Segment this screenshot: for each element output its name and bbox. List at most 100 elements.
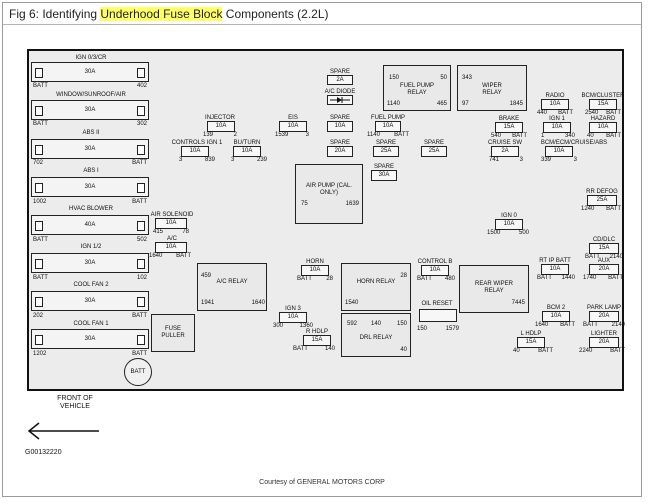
fuse-terminal: 480	[444, 276, 455, 282]
fuse-terminal: 1360	[299, 323, 313, 329]
relay-label: AIR PUMP (CAL. ONLY)	[306, 183, 352, 196]
fuse-aux: 20A	[589, 264, 619, 275]
relay-label: REAR WIPER RELAY	[474, 281, 513, 294]
rear-wiper-relay	[459, 265, 529, 313]
fuse-terminal: 839	[204, 157, 215, 163]
relay-pin: 28	[400, 273, 407, 279]
fuse-label: PARK LAMP	[587, 305, 621, 311]
fuse-terminal: 78	[182, 229, 189, 235]
fuse-terminal: 340	[564, 133, 575, 139]
front-of-vehicle-text: FRONT OF VEHICLE	[57, 395, 93, 410]
air-pump-relay	[295, 164, 363, 224]
maxi-fuse-terminal: 1002	[33, 199, 47, 205]
fuse-label: CRUISE SW	[487, 140, 523, 146]
maxi-fuse-terminal: 102	[136, 275, 147, 281]
fuse-label: BRAKE	[498, 116, 520, 122]
maxi-fuse-label: IGN 0/3/CR	[75, 55, 107, 61]
relay-pin: 592	[347, 321, 358, 327]
fuse-label: SPARE	[330, 140, 350, 146]
fuse-spare-2a: 2A	[327, 75, 353, 85]
fuse-terminal: 1500	[487, 230, 501, 236]
maxi-fuse-ign03cr: 30A	[31, 62, 149, 82]
fuse-label: FUEL PUMP	[370, 115, 406, 121]
fuse-block-diagram: IGN 0/3/CR 30A BATT 402 WINDOW/SUNROOF/A…	[27, 49, 625, 391]
fuse-terminal: BATT	[583, 322, 598, 328]
fuse-terminal: 2	[233, 132, 237, 138]
maxi-fuse-abs2: 30A	[31, 139, 149, 159]
fuse-lighter: 20A	[589, 337, 619, 348]
fuse-terminal: BATT	[606, 133, 621, 139]
fuse-puller	[151, 314, 195, 352]
maxi-fuse-hvac: 40A	[31, 215, 149, 235]
fuse-terminal: 1640	[149, 253, 163, 259]
fuse-spare-20a: 20A	[327, 146, 353, 157]
fuse-label: R HDLP	[305, 329, 329, 335]
figure-title: Fig 6: Identifying Underhood Fuse Block …	[3, 3, 641, 25]
fuse-spare-25a: 25A	[373, 146, 399, 157]
fuse-bcm-ecm-cruise-abs: 10A	[545, 146, 573, 157]
fuse-label: HAZARD	[590, 116, 616, 122]
ac-diode	[327, 95, 353, 105]
fuse-label: AUX	[597, 258, 611, 264]
title-suffix: Components (2.2L)	[222, 7, 329, 21]
oil-reset-connector	[419, 309, 457, 322]
figure-frame: Fig 6: Identifying Underhood Fuse Block …	[2, 2, 642, 497]
relay-pin: 1639	[345, 201, 359, 207]
maxi-fuse-label: WINDOW/SUNROOF/AIR	[56, 92, 126, 98]
fuse-terminal: 140	[324, 346, 335, 352]
relay-pin: 1540	[345, 300, 359, 306]
fuse-terminal: 3	[305, 132, 309, 138]
fuse-label: HORN	[306, 259, 324, 265]
fuse-label: BCM/ECM/CRUISE/ABS	[540, 140, 608, 146]
maxi-fuse-ign12: 30A	[31, 253, 149, 273]
diode-icon	[330, 97, 350, 103]
fuse-terminal: 40	[513, 348, 520, 354]
fuse-label: IGN 0	[501, 213, 517, 219]
relay-pin: 50	[440, 75, 447, 81]
fuse-hazard: 10A	[589, 122, 617, 133]
fuse-terminal: 540	[491, 133, 502, 139]
fuse-label: SPARE	[424, 140, 444, 146]
fuse-terminal: 500	[518, 230, 529, 236]
fuse-brake: 15A	[495, 122, 523, 133]
maxi-fuse-label: COOL FAN 1	[73, 321, 109, 327]
fuse-terminal: 1	[541, 133, 545, 139]
fuse-terminal: 3	[573, 157, 577, 163]
fuse-terminal: 139	[203, 132, 214, 138]
fuse-label: LIGHTER	[590, 331, 618, 337]
fuse-label: RR DEFOG	[586, 189, 618, 195]
fuse-label: IGN 3	[285, 306, 301, 312]
fuse-terminal: 440	[537, 110, 548, 116]
maxi-fuse-terminal: 402	[136, 83, 147, 89]
fuse-terminal: BATT	[606, 110, 621, 116]
fuse-label: L HDLP	[520, 331, 542, 337]
fuse-label: A/C	[166, 236, 178, 242]
maxi-fuse-coolfan2: 30A	[31, 291, 149, 311]
fuse-terminal: 239	[256, 157, 267, 163]
ac-diode-label: A/C DIODE	[324, 89, 356, 95]
relay-pin: 150	[396, 321, 407, 327]
fuse-terminal: BATT	[297, 276, 312, 282]
fuse-label: CONTROL B	[417, 259, 453, 265]
fuse-bcm-cluster: 15A	[589, 99, 617, 110]
relay-label: WIPER RELAY	[482, 83, 502, 96]
fuse-bu-turn: 10A	[233, 146, 261, 157]
fuse-spare-30a: 30A	[371, 170, 397, 181]
fuse-label: RADIO	[545, 93, 565, 99]
title-highlight: Underhood Fuse Block	[100, 7, 223, 21]
fuse-terminal: 28	[326, 276, 333, 282]
fuse-ign3: 10A	[279, 312, 307, 323]
relay-pin: 150	[389, 75, 400, 81]
maxi-fuse-label: ABS I	[83, 168, 99, 174]
fuse-terminal: BATT	[512, 133, 527, 139]
relay-label: A/C RELAY	[216, 279, 248, 285]
maxi-fuse-terminal: BATT	[33, 275, 48, 281]
fuse-terminal: 300	[273, 323, 284, 329]
maxi-fuse-terminal: BATT	[132, 199, 147, 205]
fuse-r-hdlp: 15A	[303, 335, 331, 346]
fuse-terminal: 2140	[609, 254, 623, 260]
relay-pin: 1941	[201, 300, 215, 306]
relay-pin: 1140	[387, 101, 400, 107]
relay-pin: 465	[436, 101, 447, 107]
relay-pin: 75	[301, 201, 308, 207]
